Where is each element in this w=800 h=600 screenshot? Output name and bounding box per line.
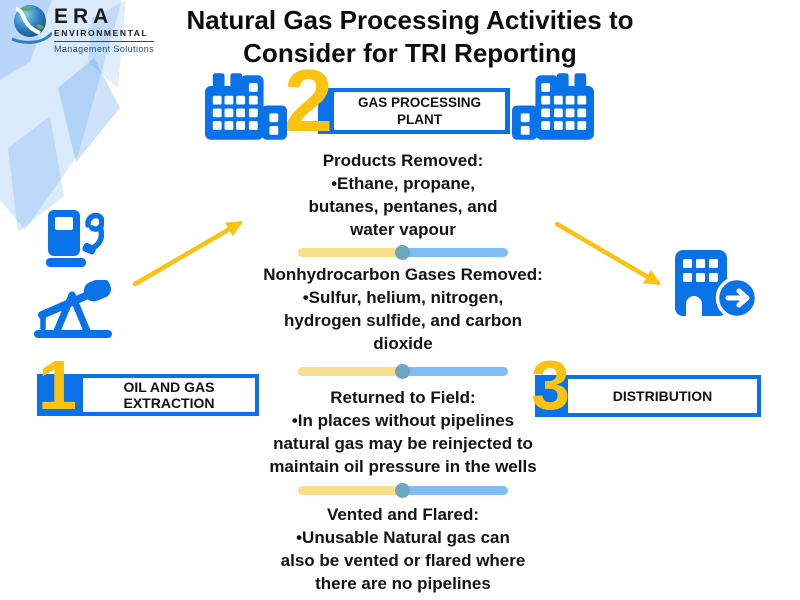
title-line-2: Consider for TRI Reporting	[243, 38, 577, 68]
divider-yellow-segment	[298, 486, 406, 495]
detail-line: •In places without pipelines	[291, 411, 515, 430]
processing-plant-icon	[205, 73, 287, 140]
detail-heading: Vented and Flared:	[326, 505, 480, 524]
stage-1-label-line-2: EXTRACTION	[123, 395, 215, 411]
detail-vented-and-flared: Vented and Flared: •Unusable Natural gas…	[223, 503, 583, 595]
detail-line: •Ethane, propane,	[331, 174, 475, 193]
divider-blue-segment	[403, 248, 508, 257]
logo-tagline: Management Solutions	[54, 41, 155, 54]
detail-line: maintain oil pressure in the wells	[269, 457, 537, 476]
stage-2-number: 2	[284, 51, 333, 150]
divider-blue-segment	[403, 367, 508, 376]
detail-products-removed: Products Removed: •Ethane, propane, buta…	[223, 149, 583, 241]
title-line-1: Natural Gas Processing Activities to	[186, 5, 634, 35]
section-divider	[298, 364, 508, 379]
stage-3-label-box: DISTRIBUTION	[535, 375, 761, 417]
detail-line: dioxide	[373, 334, 433, 353]
logo-text: ERA ENVIRONMENTAL Management Solutions	[54, 3, 155, 56]
page-title: Natural Gas Processing Activities to Con…	[130, 4, 690, 70]
logo-brand: ERA	[54, 5, 114, 28]
detail-nonhydrocarbon-gases: Nonhydrocarbon Gases Removed: •Sulfur, h…	[223, 263, 583, 355]
stage-3-label-line-1: DISTRIBUTION	[612, 387, 713, 404]
divider-yellow-segment	[298, 367, 406, 376]
oil-pumpjack-icon	[34, 280, 112, 338]
detail-line: water vapour	[350, 220, 456, 239]
stage-1-number: 1	[38, 346, 77, 424]
stage-2-label-box: GAS PROCESSING PLANT	[318, 88, 510, 134]
processing-plant-icon-mirrored	[512, 73, 594, 140]
globe-icon	[10, 3, 54, 56]
detail-line: hydrogen sulfide, and carbon	[283, 311, 523, 330]
detail-line: •Unusable Natural gas can	[296, 528, 510, 547]
stage-2-label-line-1: GAS PROCESSING	[357, 95, 482, 110]
stage-1-label-line-1: OIL AND GAS	[123, 378, 215, 395]
section-divider	[298, 483, 508, 498]
fuel-pump-icon	[46, 210, 104, 268]
divider-yellow-segment	[298, 248, 406, 257]
divider-dot	[395, 483, 410, 498]
divider-dot	[395, 364, 410, 379]
detail-heading: Returned to Field:	[330, 388, 476, 407]
detail-line: •Sulfur, helium, nitrogen,	[302, 288, 504, 307]
detail-line: natural gas may be reinjected to	[273, 434, 533, 453]
detail-returned-to-field: Returned to Field: •In places without pi…	[223, 386, 583, 478]
detail-line: also be vented or flared where	[280, 551, 526, 570]
detail-line: there are no pipelines	[315, 574, 491, 593]
stage-3-number: 3	[531, 346, 570, 424]
divider-dot	[395, 245, 410, 260]
flow-arrow-left	[132, 220, 243, 287]
detail-line: butanes, pentanes, and	[308, 197, 498, 216]
detail-heading: Nonhydrocarbon Gases Removed:	[263, 265, 543, 284]
stage-2-label-line-2: PLANT	[397, 112, 442, 127]
divider-blue-segment	[403, 486, 508, 495]
era-logo: ERA ENVIRONMENTAL Management Solutions	[10, 3, 155, 56]
flow-arrow-right	[554, 221, 661, 286]
stage-1-label-box: OIL AND GAS EXTRACTION	[37, 374, 259, 416]
detail-heading: Products Removed:	[322, 151, 484, 170]
distribution-building-icon	[668, 246, 760, 320]
logo-subtitle: ENVIRONMENTAL	[54, 28, 149, 38]
section-divider	[298, 245, 508, 260]
